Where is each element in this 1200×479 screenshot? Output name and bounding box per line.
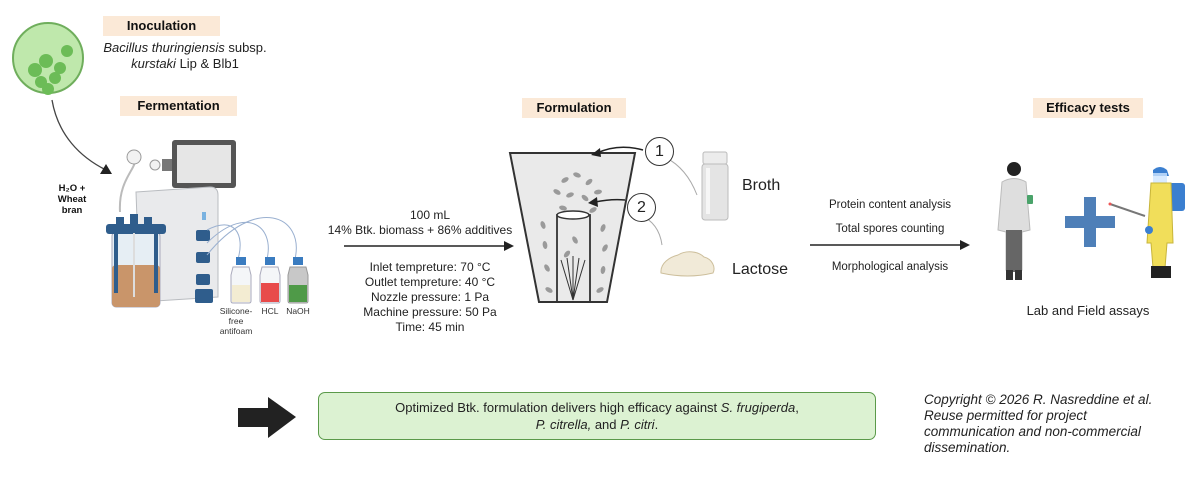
parameter-machine-pressure: Machine pressure: 50 Pa xyxy=(363,305,497,319)
analysis-protein-content: Protein content analysis xyxy=(828,199,952,211)
efficacy-tests-label: Efficacy tests xyxy=(1033,98,1143,118)
bioreactor-icon xyxy=(106,140,236,308)
efficacy-caption: Lab and Field assays xyxy=(1026,303,1150,318)
broth-label: Broth xyxy=(742,177,781,194)
conclusion-arrow-icon xyxy=(238,397,296,438)
step-1-badge: 1 xyxy=(645,137,674,166)
process-arrow xyxy=(344,241,514,251)
bottle-label-antifoam: Silicone- free antifoam xyxy=(219,306,253,336)
conclusion-box: Optimized Btk. formulation delivers high… xyxy=(318,392,876,440)
organism-name: Bacillus thuringiensis subsp. kurstaki L… xyxy=(103,40,267,71)
bottle-label-hcl: HCL xyxy=(261,306,279,316)
organism-subspecies: kurstaki xyxy=(131,56,176,71)
reagent-bottle-antifoam xyxy=(230,257,252,304)
lactose-label: Lactose xyxy=(732,261,789,278)
parameter-nozzle-pressure: Nozzle pressure: 1 Pa xyxy=(370,290,490,304)
broth-bottle-icon xyxy=(701,151,729,221)
species-s-frugiperda: S. frugiperda xyxy=(720,400,796,415)
feed-tubes xyxy=(206,217,297,260)
lab-scientist-icon xyxy=(997,162,1033,280)
copyright-notice: Copyright © 2026 R. Nasreddine et al. Re… xyxy=(924,392,1153,455)
parameter-outlet-temperature: Outlet tempreture: 40 °C xyxy=(364,275,496,289)
process-composition: 14% Btk. biomass + 86% additives xyxy=(327,223,513,237)
inoculation-label: Inoculation xyxy=(103,16,220,36)
species-p-citri: P. citri xyxy=(620,417,655,432)
fermentation-label: Fermentation xyxy=(120,96,237,116)
fermentation-input-label: H₂O + Wheat bran xyxy=(57,183,87,216)
species-p-citrella: P. citrella, xyxy=(535,417,592,432)
analysis-arrow xyxy=(810,240,970,250)
reagent-bottle-naoh xyxy=(287,257,309,304)
field-worker-sprayer-icon xyxy=(1108,167,1185,278)
analysis-total-spores: Total spores counting xyxy=(835,223,945,235)
spray-dryer-chamber-icon xyxy=(508,152,637,303)
analysis-morphological: Morphological analysis xyxy=(831,261,949,273)
formulation-label: Formulation xyxy=(522,98,626,118)
process-parameters: Inlet tempreture: 70 °C Outlet tempretur… xyxy=(330,260,530,335)
parameter-time: Time: 45 min xyxy=(395,320,465,334)
organism-species: Bacillus thuringiensis xyxy=(103,40,225,55)
parameter-inlet-temperature: Inlet tempreture: 70 °C xyxy=(369,260,491,274)
process-volume: 100 mL xyxy=(409,208,451,222)
bacterial-cell-icon xyxy=(12,22,84,95)
inoculation-arrow xyxy=(51,99,112,174)
bottle-label-naoh: NaOH xyxy=(286,306,310,316)
plus-icon xyxy=(1065,197,1115,247)
lactose-powder-icon xyxy=(660,251,715,277)
step-2-badge: 2 xyxy=(627,193,656,222)
reagent-bottle-hcl xyxy=(259,257,281,304)
